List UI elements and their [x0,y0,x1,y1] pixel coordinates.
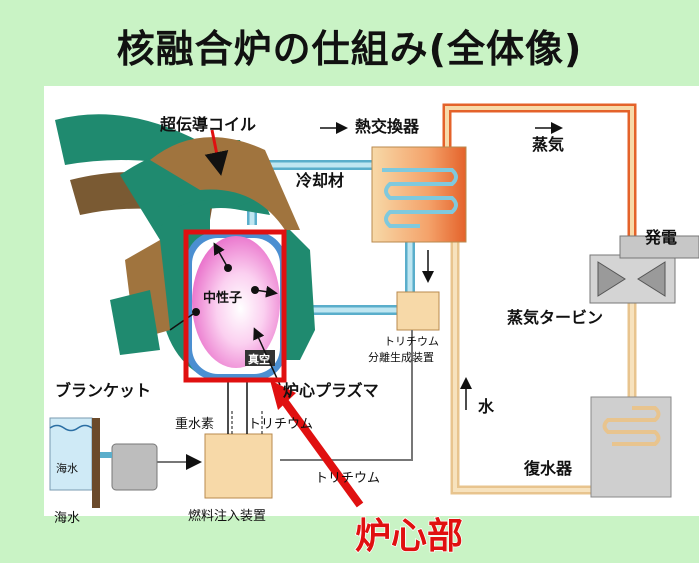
core-callout-label: 炉心部 [355,516,463,557]
page-title: 核融合炉の仕組み(全体像) [116,27,583,71]
label-tritium-return: トリチウム [315,471,380,486]
label-condenser: 復水器 [523,459,573,478]
core-callout-arrow [276,392,364,508]
heat-exchanger-coil [382,168,458,228]
core-highlight-box [183,229,287,383]
label-coolant: 冷却材 [296,171,344,190]
label-coil: 超伝導コイル [159,115,256,134]
label-fuel-injector: 燃料注入装置 [188,508,266,524]
label-blanket: ブランケット [55,381,151,400]
label-tritium-plant-2: 分離生成装置 [368,350,434,364]
label-water: 水 [478,397,495,416]
label-generator: 発電 [644,228,677,247]
generator-block [619,235,699,259]
water-wave-icon [49,424,93,432]
label-seawater: 海水 [54,511,80,526]
label-tritium-plant-1: トリチウム [384,335,439,348]
label-steam-turbine: 蒸気タービン [507,308,603,327]
seawater-tank [49,417,93,491]
label-neutron: 中性子 [203,290,242,306]
label-steam: 蒸気 [532,135,564,154]
label-heat-exchanger: 熱交換器 [355,117,420,136]
label-vacuum: 真空 [248,352,270,366]
coil-structure [150,137,300,230]
turbine-icon [597,261,666,297]
seawater-pump [111,443,158,491]
label-tritium-in: トリチウム [248,417,313,432]
label-seawater-tank: 海水 [56,461,78,475]
label-plasma: 炉心プラズマ [283,381,379,400]
condenser-coil [602,406,661,446]
fuel-injector-box [204,433,273,499]
vacuum-label-bg [245,350,275,366]
label-deuterium: 重水素 [175,416,214,432]
coil-pointer-arrow [204,129,229,176]
tritium-separator-box [396,291,440,331]
